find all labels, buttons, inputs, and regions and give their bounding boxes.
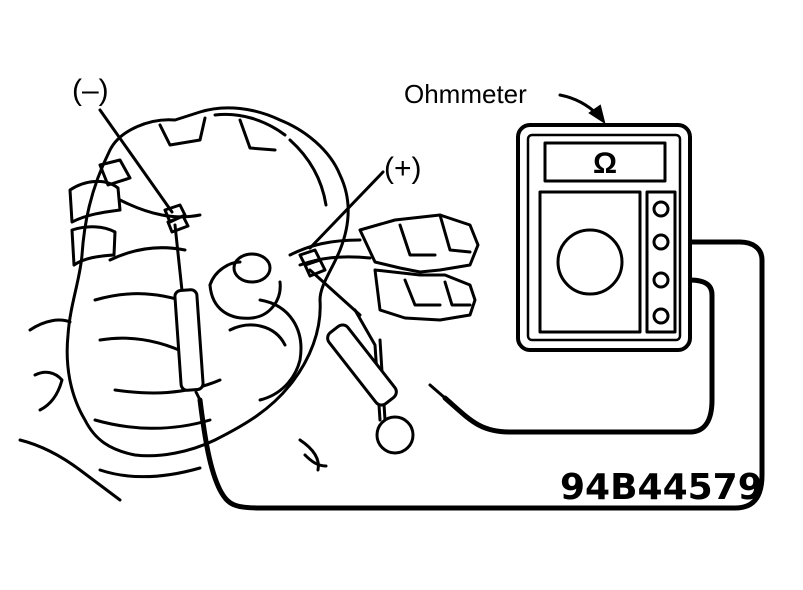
negative-leader-line [98,108,174,214]
positive-probe-label: (+) [384,152,422,185]
test-leads [197,239,765,511]
ignition-coil-assembly [18,106,480,502]
ohmmeter-display [543,141,667,183]
ohmmeter-label: Ohmmeter [404,79,527,109]
positive-lead-wire [442,277,715,435]
ohmmeter-selector-dial [556,228,624,296]
polarity-leader-lines [98,108,385,250]
figure-code: 94B44579 [560,467,763,508]
ohmmeter-terminal-1 [652,200,670,218]
ohmmeter-terminal-3 [652,271,670,289]
positive-leader-line [308,170,385,250]
ohm-symbol: Ω [593,147,617,180]
ohmmeter-terminal-2 [652,233,670,251]
positive-test-probe [308,268,447,407]
negative-lead-wire [197,239,765,511]
negative-probe-label: (–) [72,74,109,107]
ohmmeter-terminal-4 [652,307,670,325]
ohmmeter-label-arrow [558,93,606,125]
ohmmeter-device [516,123,692,352]
negative-test-probe [173,223,205,402]
